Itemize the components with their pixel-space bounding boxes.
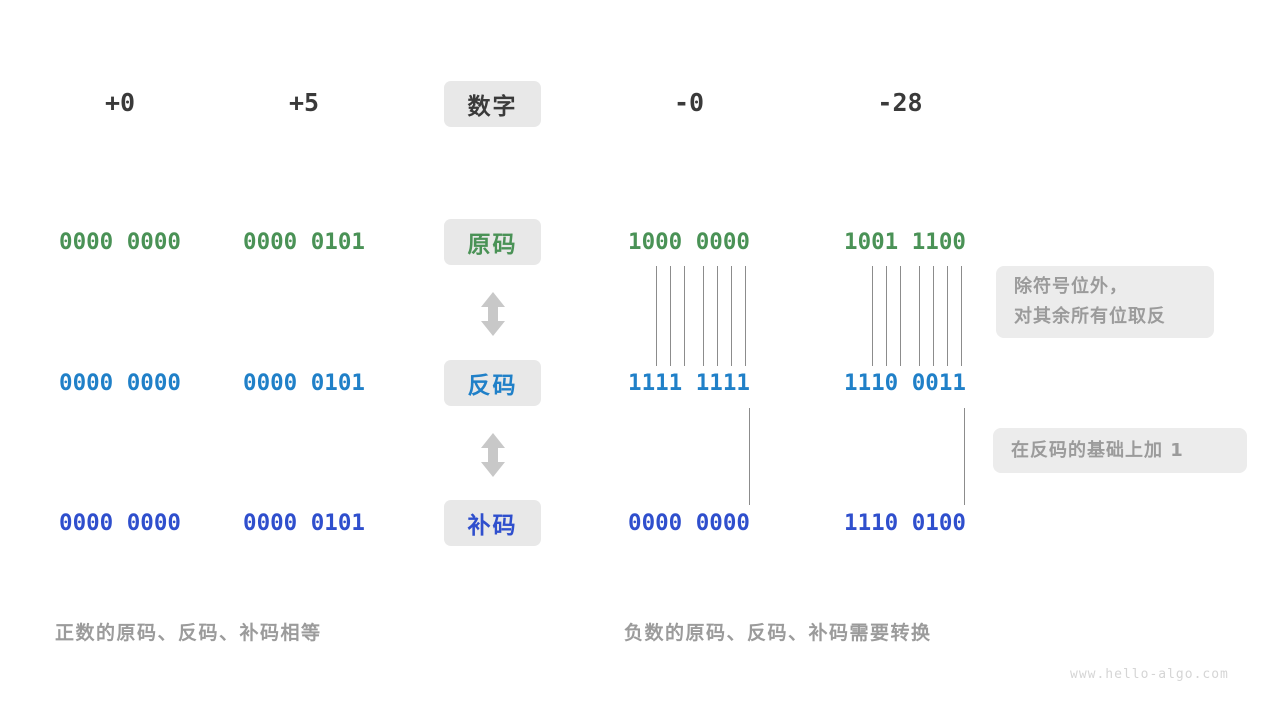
connector-tick bbox=[684, 266, 685, 366]
row-label-number: 数字 bbox=[444, 81, 541, 127]
caption-negative: 负数的原码、反码、补码需要转换 bbox=[624, 622, 932, 644]
fanma-neg28-value: 1110 0011 bbox=[844, 370, 966, 396]
note-add-one-line1: 在反码的基础上加 1 bbox=[1011, 439, 1184, 461]
connector-tick bbox=[670, 266, 671, 366]
note-add-one: 在反码的基础上加 1 bbox=[993, 428, 1247, 473]
yuanma-pos0-value: 0000 0000 bbox=[59, 229, 181, 255]
connector-tick bbox=[947, 266, 948, 366]
buma-pos5-value: 0000 0101 bbox=[243, 510, 365, 536]
connector-tick bbox=[886, 266, 887, 366]
fanma-pos0-value: 0000 0000 bbox=[59, 370, 181, 396]
column-header-neg28: -28 bbox=[877, 88, 923, 117]
fanma-pos5-value: 0000 0101 bbox=[243, 370, 365, 396]
fanma-neg0-value: 1111 1111 bbox=[628, 370, 750, 396]
connector-tick bbox=[731, 266, 732, 366]
connector-tick bbox=[900, 266, 901, 366]
note-invert-line1: 除符号位外， bbox=[1014, 276, 1128, 297]
connector-tick bbox=[919, 266, 920, 366]
connector-tick bbox=[872, 266, 873, 366]
row-label-buma: 补码 bbox=[444, 500, 541, 546]
yuanma-neg0-value: 1000 0000 bbox=[628, 229, 750, 255]
column-header-neg0: -0 bbox=[673, 88, 705, 117]
row-label-yuanma: 原码 bbox=[444, 219, 541, 265]
yuanma-neg28-value: 1001 1100 bbox=[844, 229, 966, 255]
connector-tick bbox=[964, 408, 965, 505]
double-arrow-fanma-to-buma bbox=[477, 431, 509, 484]
note-invert-line2: 对其余所有位取反 bbox=[1014, 306, 1166, 327]
yuanma-pos5-value: 0000 0101 bbox=[243, 229, 365, 255]
buma-neg28-value: 1110 0100 bbox=[844, 510, 966, 536]
watermark: www.hello-algo.com bbox=[1070, 667, 1229, 682]
buma-neg0-value: 0000 0000 bbox=[628, 510, 750, 536]
double-arrow-yuanma-to-fanma bbox=[477, 290, 509, 343]
column-header-pos0: +0 bbox=[104, 88, 136, 117]
connector-tick bbox=[933, 266, 934, 366]
connector-tick bbox=[745, 266, 746, 366]
connector-tick bbox=[656, 266, 657, 366]
connector-tick bbox=[703, 266, 704, 366]
connector-tick bbox=[749, 408, 750, 505]
note-invert-bits: 除符号位外， 对其余所有位取反 bbox=[996, 266, 1214, 338]
connector-tick bbox=[717, 266, 718, 366]
buma-pos0-value: 0000 0000 bbox=[59, 510, 181, 536]
connector-tick bbox=[961, 266, 962, 366]
column-header-pos5: +5 bbox=[288, 88, 320, 117]
row-label-fanma: 反码 bbox=[444, 360, 541, 406]
caption-positive: 正数的原码、反码、补码相等 bbox=[55, 622, 322, 644]
